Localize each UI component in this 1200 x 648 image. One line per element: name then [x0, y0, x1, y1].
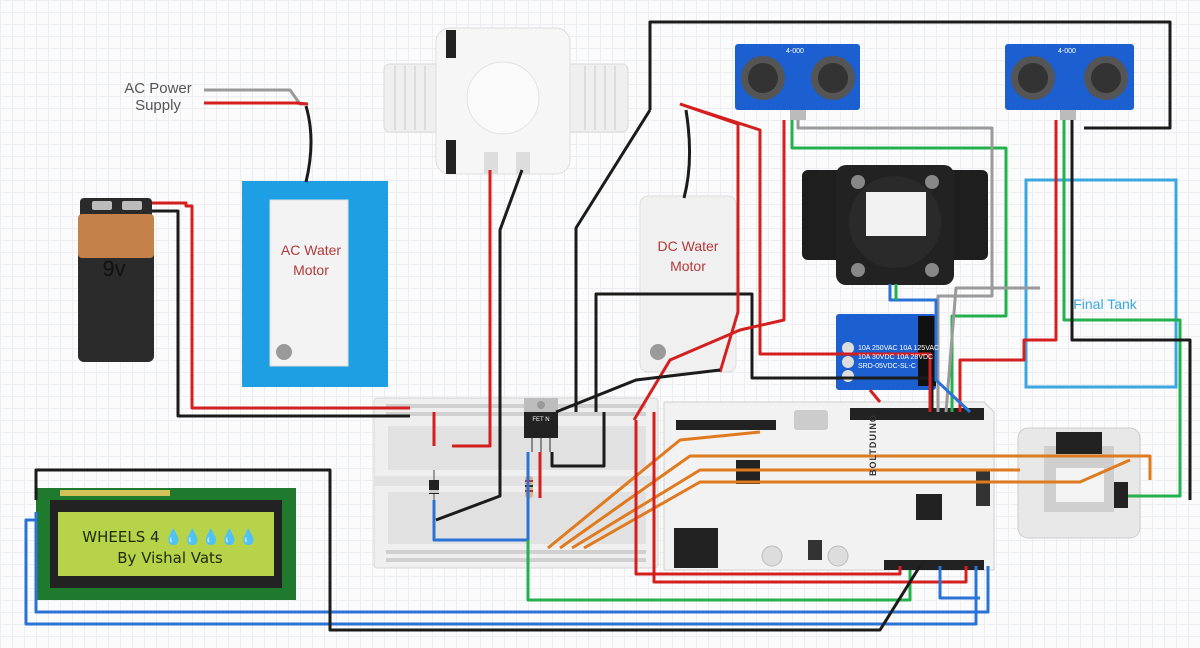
ac-power-supply-label: AC Power Supply: [124, 80, 192, 114]
fet-label: FET N: [532, 417, 550, 423]
final-tank-label: Final Tank: [1073, 296, 1137, 312]
battery-icon: [78, 198, 154, 362]
dc-water-motor-label: DC Water Motor: [657, 238, 719, 274]
lcd-display-icon: [36, 488, 296, 600]
sensor2-label: 4-000: [1058, 48, 1076, 55]
diode-icon: [429, 470, 439, 500]
breadboard-icon: [373, 397, 659, 569]
final-tank: [1024, 178, 1178, 389]
sensor1-label: 4-000: [786, 48, 804, 55]
solenoid-valve-icon: [383, 27, 629, 175]
board-name-label: BOLTDUINO: [868, 414, 878, 476]
flow-sensor-icon: [802, 165, 988, 285]
ultrasonic-sensor-icon: [1005, 44, 1134, 120]
lcd-line-2: By Vishal Vats: [117, 549, 223, 567]
dc-water-motor: [639, 195, 737, 373]
relay-text-label: 10A 250VAC 10A 125VAC 10A 30VDC 10A 28VD…: [858, 345, 940, 370]
wires: [24, 20, 1192, 632]
arduino-board-icon: [663, 401, 995, 571]
battery-voltage-label: 9v: [102, 256, 126, 281]
ac-water-motor-label: AC Water Motor: [280, 242, 342, 278]
ultrasonic-sensor-icon: [735, 44, 860, 120]
mosfet-icon: [524, 398, 558, 452]
lcd-line-1: WHEELS 4 💧💧💧💧💧: [82, 528, 258, 546]
ac-water-motor: [242, 181, 388, 387]
